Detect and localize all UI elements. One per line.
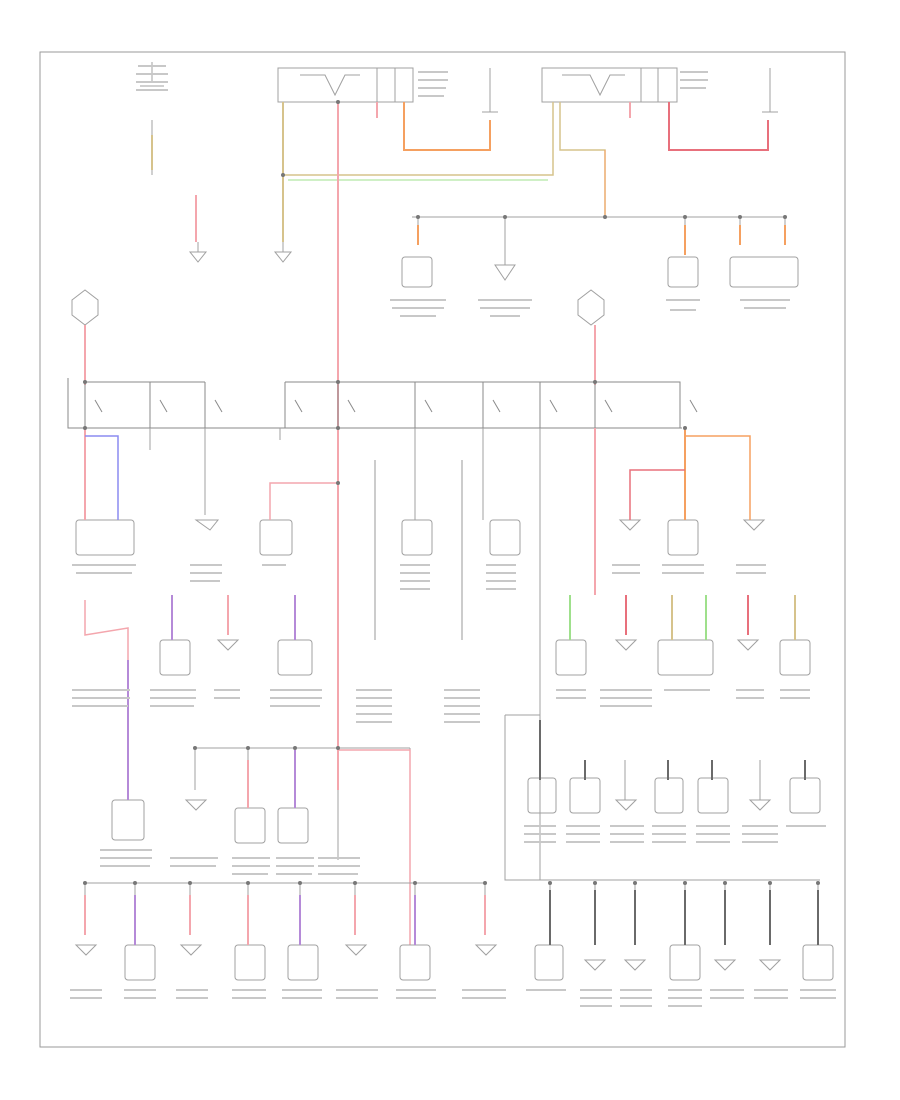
top-section <box>71 62 799 326</box>
illegible-captions <box>70 65 836 1007</box>
middle-wires <box>84 428 806 945</box>
top-wires <box>84 102 786 440</box>
diagram-frame <box>39 51 846 1048</box>
relay-1-box <box>277 67 414 103</box>
middle-section <box>75 428 821 881</box>
junction-dots <box>83 100 820 885</box>
fuse-panel <box>67 378 698 429</box>
bottom-wires <box>84 890 819 945</box>
relay-2-box <box>541 67 678 103</box>
